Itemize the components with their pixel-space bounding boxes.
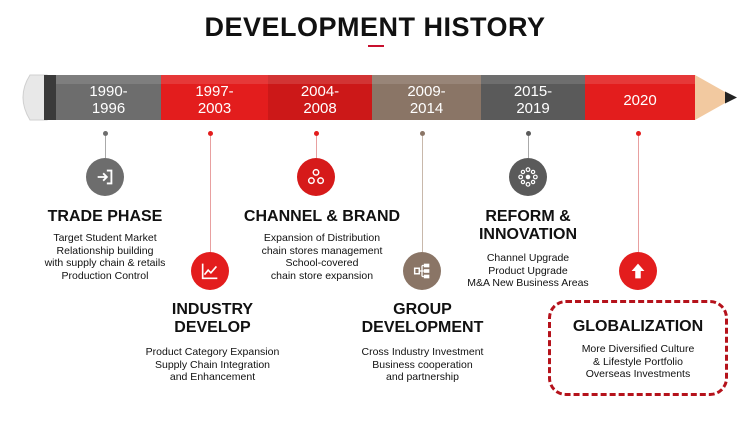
period-label-2015: 2015- 2019	[513, 83, 553, 117]
segment-1990	[56, 75, 161, 120]
description-trade-phase: Target Student Market Relationship build…	[44, 232, 166, 282]
connector-dot	[636, 131, 641, 136]
pencil-eraser	[22, 74, 48, 121]
pencil-lead-tip	[725, 91, 737, 104]
connector-line	[316, 136, 317, 158]
exit-arrow-icon	[86, 158, 124, 196]
segment-2015	[481, 75, 585, 120]
description-channel-brand: Expansion of Distribution chain stores m…	[261, 232, 383, 282]
heading-reform-innovation: REFORM & INNOVATION	[478, 208, 578, 243]
connector-line	[422, 136, 423, 252]
description-reform-innovation: Channel Upgrade Product Upgrade M&A New …	[467, 252, 589, 289]
heading-globalization: GLOBALIZATION	[572, 318, 704, 335]
up-arrow-icon	[619, 252, 657, 290]
connector-line	[105, 136, 106, 158]
pencil-ferrule	[44, 75, 56, 120]
page-title: DEVELOPMENT HISTORY	[204, 12, 546, 42]
period-label-2020: 2020	[623, 92, 657, 109]
heading-group-development: GROUP DEVELOPMENT	[361, 301, 484, 336]
title-accent-underline	[368, 45, 384, 47]
connector-line	[638, 136, 639, 252]
pencil-highlight	[56, 75, 695, 84]
heading-industry-develop: INDUSTRY DEVELOP	[171, 301, 254, 336]
segment-2020	[585, 75, 695, 120]
heading-trade-phase: TRADE PHASE	[47, 208, 163, 225]
segment-1997	[161, 75, 268, 120]
segment-2004	[268, 75, 372, 120]
period-label-2004: 2004- 2008	[300, 83, 340, 117]
connector-line	[210, 136, 211, 252]
connector-dot	[208, 131, 213, 136]
connector-dot	[314, 131, 319, 136]
pencil-wood-tip	[695, 75, 735, 120]
description-group-development: Cross Industry Investment Business coope…	[361, 346, 484, 383]
network-nodes-icon	[297, 158, 335, 196]
connector-dot	[526, 131, 531, 136]
period-label-1997: 1997- 2003	[195, 83, 234, 117]
segment-2009	[372, 75, 481, 120]
line-chart-icon	[191, 252, 229, 290]
org-structure-icon	[403, 252, 441, 290]
connector-dot	[420, 131, 425, 136]
period-label-1990: 1990- 1996	[89, 83, 128, 117]
globalization-highlight-box	[548, 300, 728, 396]
heading-channel-brand: CHANNEL & BRAND	[243, 208, 401, 225]
description-industry-develop: Product Category Expansion Supply Chain …	[145, 346, 280, 383]
hub-network-icon	[509, 158, 547, 196]
connector-line	[528, 136, 529, 158]
connector-dot	[103, 131, 108, 136]
description-globalization: More Diversified Culture & Lifestyle Por…	[581, 343, 695, 380]
period-label-2009: 2009- 2014	[407, 83, 446, 117]
